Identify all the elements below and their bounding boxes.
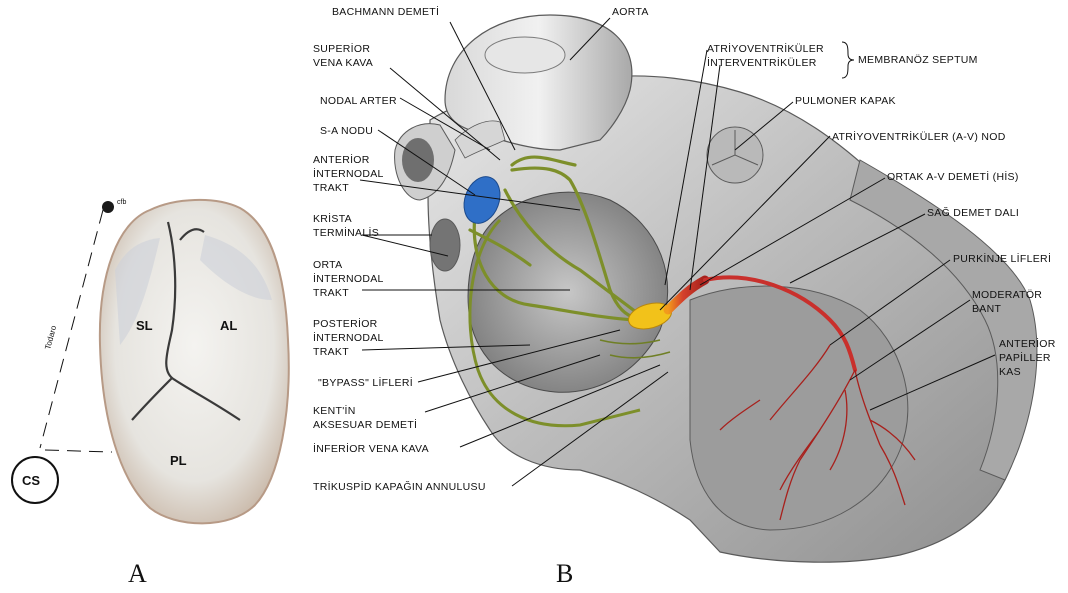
al-label: AL — [220, 318, 237, 333]
cs-baseline — [45, 450, 112, 452]
sl-label: SL — [136, 318, 153, 333]
label-krista-1: KRİSTA — [313, 212, 352, 225]
label-papiller-1: ANTERİOR — [999, 337, 1056, 350]
label-orta-2: İNTERNODAL — [313, 272, 384, 285]
label-his: ORTAK A-V DEMETİ (HİS) — [887, 170, 1019, 183]
label-post-3: TRAKT — [313, 346, 349, 358]
label-av-1: ATRİYOVENTRİKÜLER — [707, 42, 824, 55]
label-papiller-2: PAPİLLER — [999, 351, 1051, 364]
cs-label: CS — [22, 473, 40, 488]
label-membranoz: MEMBRANÖZ SEPTUM — [858, 54, 978, 66]
aorta-lumen — [485, 37, 565, 73]
label-pulmoner: PULMONER KAPAK — [795, 95, 896, 107]
panel-a-letter: A — [128, 559, 147, 588]
svc-lumen — [402, 138, 434, 182]
label-kent-1: KENT'İN — [313, 404, 356, 417]
label-svc-2: VENA KAVA — [313, 57, 373, 69]
label-aorta: AORTA — [612, 6, 649, 18]
membranoz-brace — [842, 42, 854, 78]
label-kent-2: AKSESUAR DEMETİ — [313, 418, 417, 431]
panel-a: cfb Todaro CS SL AL PL A — [12, 199, 289, 588]
label-papiller-3: KAS — [999, 366, 1021, 378]
label-av-2: İNTERVENTRİKÜLER — [707, 56, 817, 69]
label-ivc: İNFERİOR VENA KAVA — [313, 442, 429, 455]
label-moderator-2: BANT — [972, 303, 1001, 315]
tricuspid-valve-outline — [100, 200, 289, 523]
cfb-dot — [102, 201, 114, 213]
label-sa-nodu: S-A NODU — [320, 125, 373, 137]
label-nodal-arter: NODAL ARTER — [320, 95, 397, 107]
label-av-nod: ATRİYOVENTRİKÜLER (A-V) NOD — [832, 130, 1006, 143]
panel-b-letter: B — [556, 559, 573, 588]
pl-label: PL — [170, 453, 187, 468]
label-orta-3: TRAKT — [313, 287, 349, 299]
label-svc-1: SUPERİOR — [313, 42, 370, 55]
label-orta-1: ORTA — [313, 259, 342, 271]
label-post-1: POSTERİOR — [313, 317, 378, 330]
label-ant-int-2: İNTERNODAL — [313, 167, 384, 180]
label-krista-2: TERMİNALİS — [313, 226, 379, 239]
label-bachmann: BACHMANN DEMETİ — [332, 5, 439, 18]
label-trikuspid: TRİKUSPİD KAPAĞIN ANNULUSU — [313, 480, 486, 493]
ivc-opening — [430, 219, 460, 271]
todaro-label: Todaro — [43, 324, 58, 350]
label-ant-int-3: TRAKT — [313, 182, 349, 194]
label-bypass: "BYPASS" LİFLERİ — [318, 376, 413, 389]
label-ant-int-1: ANTERİOR — [313, 153, 370, 166]
label-purkinje: PURKİNJE LİFLERİ — [953, 252, 1051, 265]
label-post-2: İNTERNODAL — [313, 331, 384, 344]
label-sag-demet: SAĞ DEMET DALI — [927, 206, 1019, 219]
label-moderator-1: MODERATÖR — [972, 289, 1042, 301]
cfb-label: cfb — [117, 199, 126, 206]
